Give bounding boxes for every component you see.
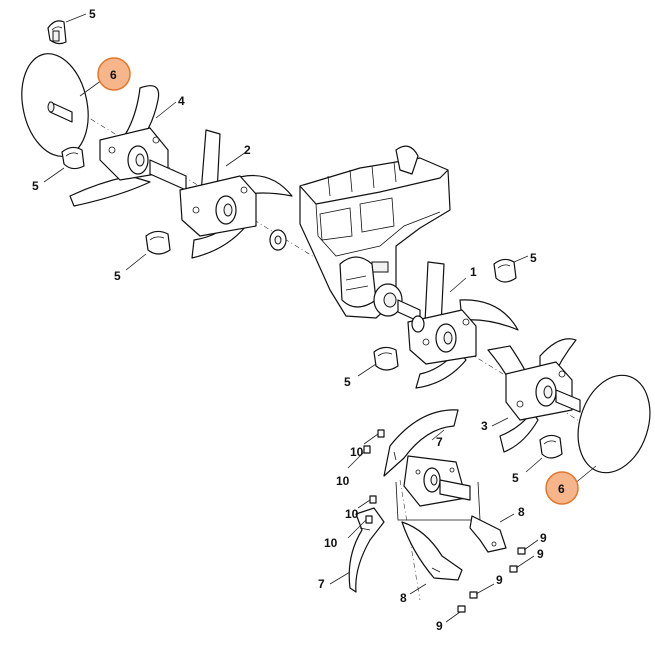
- leader-line: [431, 429, 445, 441]
- callout-label: 9: [540, 531, 547, 545]
- callout-label: 5: [89, 7, 96, 21]
- callout-label: 10: [324, 536, 338, 550]
- leader-line: [445, 611, 461, 623]
- leader-line: [357, 363, 377, 377]
- hub-clip-right-top: [493, 258, 517, 283]
- leader-line: [347, 451, 365, 469]
- leader-line: [513, 255, 529, 263]
- leader-line: [329, 571, 351, 585]
- callout-label: 5: [114, 269, 121, 283]
- blade-8-lower: [401, 521, 463, 581]
- leader-line: [347, 519, 367, 539]
- protective-disc-right: [577, 374, 651, 474]
- callout-label: 2: [244, 143, 251, 157]
- callout-label: 1: [470, 265, 477, 279]
- callout-label: 9: [537, 547, 544, 561]
- leader-line: [65, 13, 87, 23]
- leader-line: [79, 79, 103, 97]
- leader-line: [475, 583, 495, 595]
- callout-label: 7: [436, 435, 443, 449]
- leader-line: [363, 433, 379, 445]
- tine-assembly-2: [179, 129, 293, 259]
- leader-line: [43, 167, 65, 183]
- blade-7-lower: [348, 507, 385, 593]
- callout-label: 9: [436, 619, 443, 633]
- callout-label: 10: [345, 507, 359, 521]
- callout-label: 5: [32, 179, 39, 193]
- callout-label: 9: [496, 573, 503, 587]
- leader-line: [357, 499, 371, 509]
- callout-label: 5: [344, 375, 351, 389]
- tine-assembly-3: [487, 338, 581, 453]
- leader-line: [449, 277, 467, 293]
- protective-disc-left: [21, 53, 89, 157]
- hub-clip-right-low: [539, 434, 563, 459]
- hub-clip-left: [61, 146, 85, 170]
- leader-line: [573, 465, 597, 485]
- callout-label: 4: [178, 94, 185, 108]
- callout-label-highlighted: 6: [558, 482, 565, 496]
- highlight-circle-disc-top: [97, 57, 131, 91]
- shaft-spacer: [269, 229, 287, 251]
- tine-assembly-1: [407, 261, 519, 389]
- hub-clip-right-mid: [373, 346, 399, 371]
- tine-assembly-4: [69, 85, 187, 207]
- callout-label: 8: [518, 505, 525, 519]
- callout-label: 5: [530, 251, 537, 265]
- leader-line: [409, 583, 427, 595]
- leader-line: [491, 417, 509, 427]
- gearbox-housing: [299, 145, 451, 323]
- leader-line: [125, 253, 147, 271]
- blade-8-right: [469, 515, 507, 553]
- hub-clip-mid-left: [145, 230, 171, 255]
- callout-label: 3: [481, 419, 488, 433]
- blade-7-upper: [383, 409, 459, 477]
- bolt-10-group: [363, 429, 385, 524]
- highlight-circle-disc-bottom: [545, 471, 579, 505]
- callout-label: 8: [400, 591, 407, 605]
- callout-label: 10: [350, 445, 364, 459]
- leader-line: [499, 513, 515, 523]
- leader-line: [515, 555, 535, 569]
- callout-label: 10: [336, 474, 350, 488]
- leader-line: [225, 151, 247, 167]
- hub-clip-top: [47, 20, 67, 45]
- leader-line: [523, 539, 539, 551]
- callout-label: 5: [512, 471, 519, 485]
- screw-9-group: [457, 547, 526, 613]
- mounting-plate: [395, 455, 481, 521]
- callout-label-highlighted: 6: [110, 68, 117, 82]
- leader-line: [155, 101, 177, 119]
- leader-line: [525, 457, 543, 473]
- callout-label: 7: [318, 577, 325, 591]
